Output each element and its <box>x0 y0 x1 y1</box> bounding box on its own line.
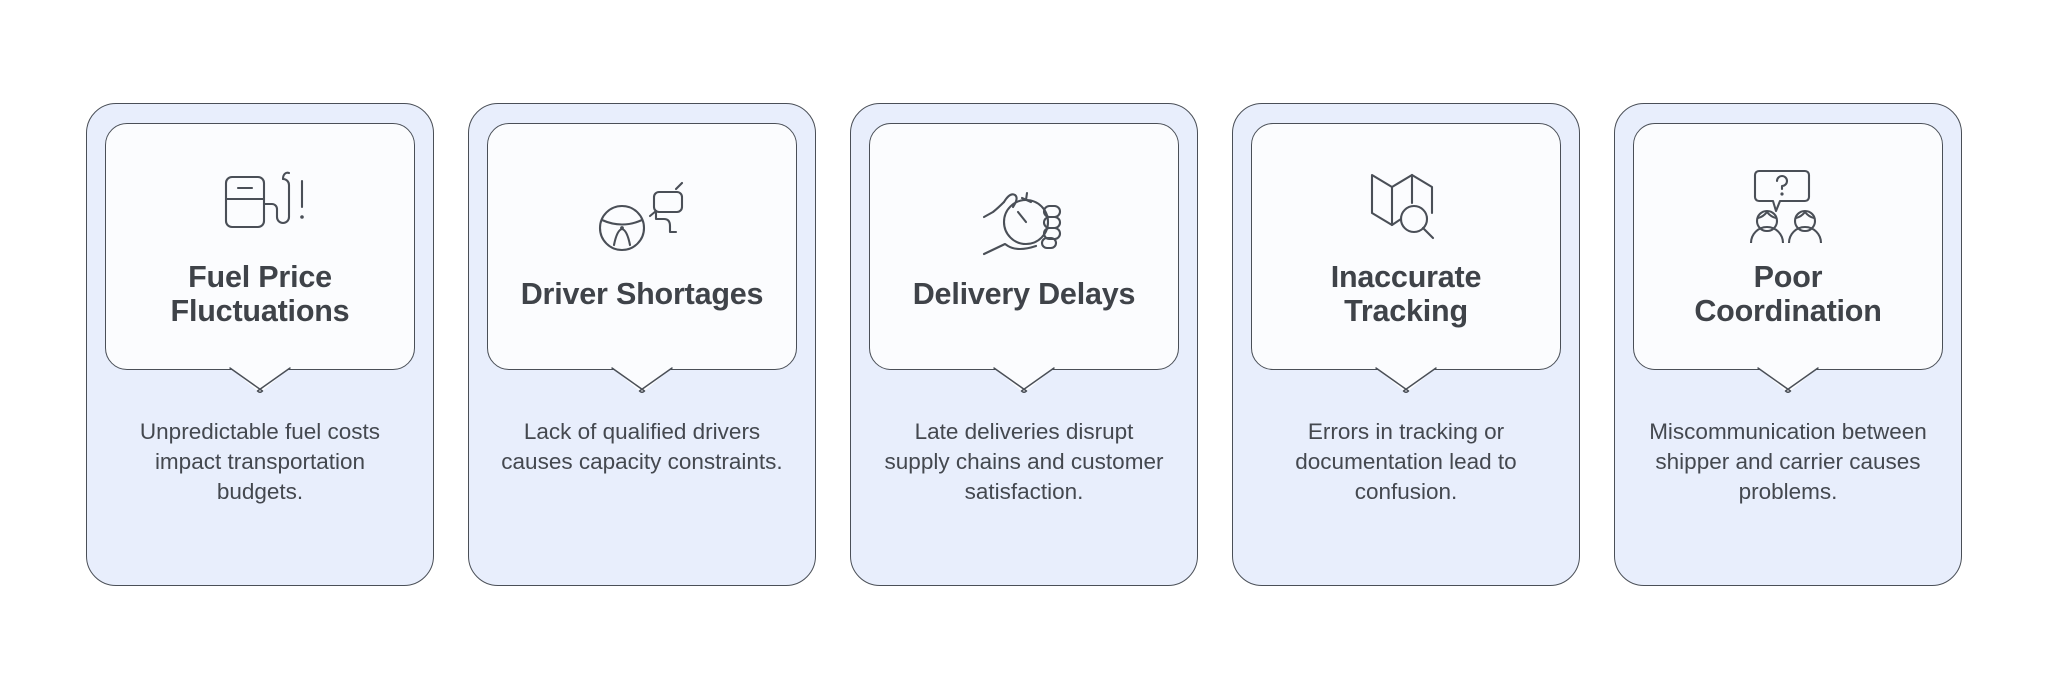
hand-stopwatch-icon <box>970 178 1078 260</box>
card-delivery-delays[interactable]: Delivery Delays Late deliveries disrupt … <box>850 103 1198 586</box>
card-title: Delivery Delays <box>912 276 1136 311</box>
card-header-bubble: Inaccurate Tracking <box>1251 123 1561 393</box>
card-title: Inaccurate Tracking <box>1330 259 1482 328</box>
card-header-bubble: Fuel Price Fluctuations <box>105 123 415 393</box>
card-description: Lack of qualified drivers causes capacit… <box>501 419 783 474</box>
card-title: Fuel Price Fluctuations <box>170 259 350 328</box>
card-description: Miscommunication between shipper and car… <box>1649 419 1927 504</box>
card-description: Unpredictable fuel costs impact transpor… <box>139 419 381 504</box>
bubble-tail-icon <box>1757 367 1819 393</box>
bubble-tail-icon <box>611 367 673 393</box>
card-fuel-price-fluctuations[interactable]: Fuel Price Fluctuations Unpredictable fu… <box>86 103 434 586</box>
steering-wheel-license-icon <box>588 178 696 260</box>
card-title: Poor Coordination <box>1694 259 1882 328</box>
card-driver-shortages[interactable]: Driver Shortages Lack of qualified drive… <box>468 103 816 586</box>
card-poor-coordination[interactable]: Poor Coordination Miscommunication betwe… <box>1614 103 1962 586</box>
card-header-bubble: Driver Shortages <box>487 123 797 393</box>
fuel-pump-alert-icon <box>206 161 314 243</box>
people-question-bubble-icon <box>1734 161 1842 243</box>
card-header-bubble: Delivery Delays <box>869 123 1179 393</box>
bubble-tail-icon <box>1375 367 1437 393</box>
card-header-bubble: Poor Coordination <box>1633 123 1943 393</box>
bubble-tail-icon <box>993 367 1055 393</box>
card-title: Driver Shortages <box>520 276 764 311</box>
card-inaccurate-tracking[interactable]: Inaccurate Tracking Errors in tracking o… <box>1232 103 1580 586</box>
map-magnifier-icon <box>1352 161 1460 243</box>
card-description: Errors in tracking or documentation lead… <box>1295 419 1517 504</box>
card-description: Late deliveries disrupt supply chains an… <box>884 419 1164 504</box>
bubble-tail-icon <box>229 367 291 393</box>
